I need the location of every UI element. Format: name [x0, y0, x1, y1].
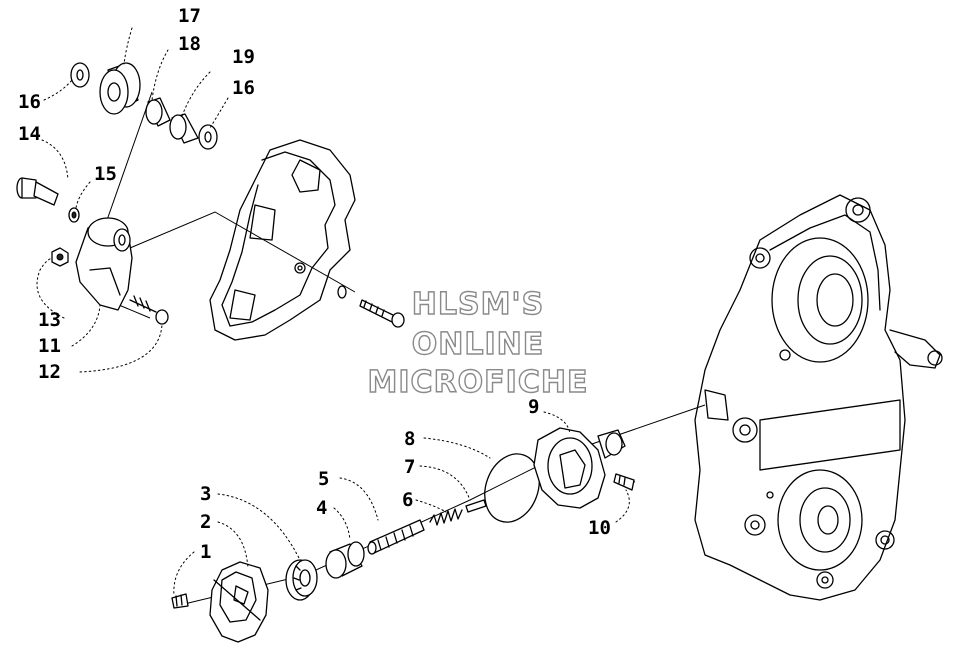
leader-lines	[36, 27, 630, 597]
callout-10: 10	[588, 517, 611, 539]
assembly-lines	[94, 91, 706, 606]
callout-19: 19	[232, 46, 255, 68]
callout-6: 6	[402, 489, 413, 511]
watermark-line-3: MICROFICHE	[368, 365, 589, 400]
callout-12: 12	[38, 361, 61, 383]
bushing-18	[145, 97, 171, 127]
roller-17	[99, 62, 141, 115]
gasket-8	[484, 453, 540, 523]
left-casing	[209, 139, 356, 341]
long-bolt	[359, 299, 405, 328]
callout-3: 3	[200, 483, 211, 505]
sleeve-19	[169, 113, 199, 144]
bolt-14	[16, 177, 59, 206]
screw-1	[171, 593, 189, 609]
callout-16b: 16	[232, 77, 255, 99]
pin-7	[465, 499, 487, 513]
callout-2: 2	[200, 511, 211, 533]
shaft-5	[367, 519, 425, 555]
pin-washer	[337, 285, 347, 299]
watermark-line-2: ONLINE	[412, 327, 545, 362]
washer-16a	[70, 62, 90, 88]
callout-labels: 17 18 19 16 16 14 15 13 11 12 9 8 7 6 5 …	[18, 5, 611, 563]
callout-14: 14	[18, 123, 41, 145]
screw-12	[129, 295, 169, 325]
bolt-10	[613, 473, 635, 491]
arm-11	[75, 217, 133, 311]
callout-11: 11	[38, 335, 61, 357]
gear-3	[285, 559, 318, 601]
callout-13: 13	[38, 309, 61, 331]
washer-15	[68, 207, 80, 223]
callout-17: 17	[178, 5, 201, 27]
callout-1: 1	[200, 541, 211, 563]
callout-15: 15	[94, 163, 117, 185]
pump-housing-9	[533, 427, 626, 509]
callout-8: 8	[404, 428, 415, 450]
watermark: HLSM'S ONLINE MICROFICHE	[367, 286, 589, 400]
washer-16b	[198, 124, 218, 150]
spring-6	[429, 508, 463, 526]
watermark-line-1: HLSM'S	[412, 287, 544, 322]
gear-housing	[694, 194, 943, 601]
callout-16a: 16	[18, 91, 41, 113]
nut-13	[51, 247, 69, 267]
cover-2	[209, 561, 269, 643]
callout-18: 18	[178, 33, 201, 55]
callout-4: 4	[316, 497, 327, 519]
callout-7: 7	[404, 456, 415, 478]
callout-5: 5	[318, 468, 329, 490]
callout-9: 9	[528, 396, 539, 418]
cup-4	[325, 541, 365, 579]
